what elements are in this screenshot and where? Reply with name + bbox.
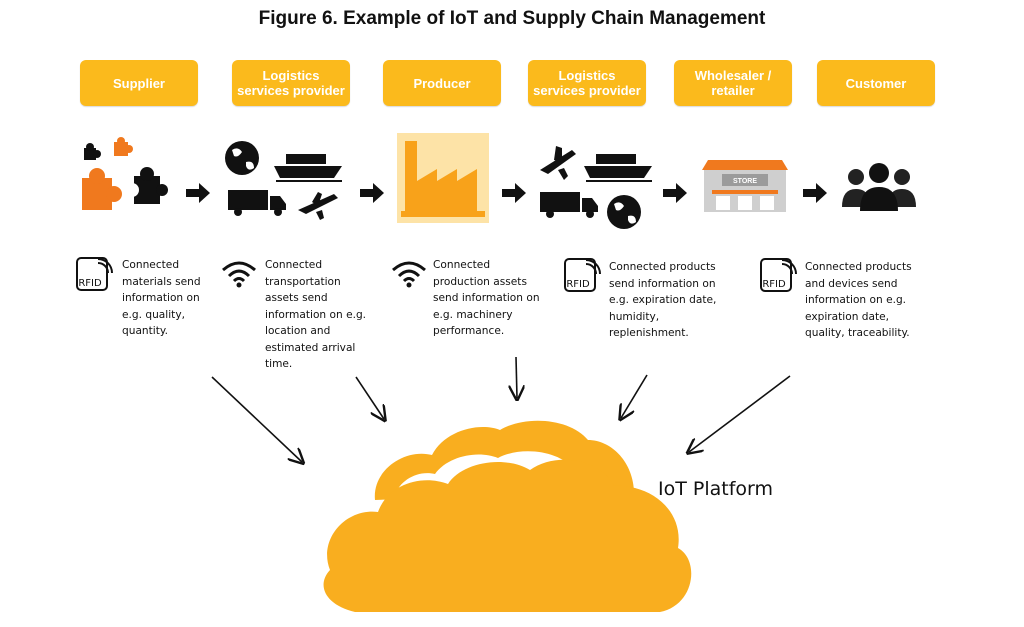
stage-producer: Producer	[383, 60, 501, 106]
arrow-to-platform-3	[516, 356, 517, 398]
stage-logistics-2: Logistics services provider	[528, 60, 646, 106]
puzzle-small-black	[84, 143, 101, 160]
airplane-icon	[298, 192, 338, 220]
wifi-icon	[221, 260, 257, 288]
puzzle-large-black	[125, 167, 168, 204]
stage-customer: Customer	[817, 60, 935, 106]
iot-platform-label: IoT Platform	[658, 478, 774, 500]
globe-icon	[225, 141, 259, 175]
puzzle-large-orange	[82, 168, 122, 210]
rfid-icon: RFID	[76, 257, 116, 293]
transport-icons-1	[224, 140, 346, 224]
puzzle-small-orange	[114, 137, 133, 156]
truck-icon	[228, 190, 286, 216]
description-logistics-1: Connected transportation assets send inf…	[265, 259, 367, 370]
factory-icon	[397, 133, 489, 223]
flow-arrow-1	[186, 183, 210, 203]
globe-icon	[607, 195, 641, 229]
airplane-icon	[540, 146, 576, 180]
description-producer: Connected production assets send informa…	[433, 259, 540, 337]
customer-group-icon	[834, 157, 924, 213]
description-logistics-2: Connected products send information on e…	[609, 261, 717, 339]
truck-icon	[540, 192, 598, 218]
puzzle-pieces-icon	[78, 134, 170, 216]
svg-text:RFID: RFID	[566, 279, 590, 290]
arrow-to-platform-5	[689, 375, 791, 452]
stage-logistics-1: Logistics services provider	[232, 60, 350, 106]
wifi-icon	[391, 260, 427, 288]
arrow-to-platform-2	[355, 376, 384, 419]
store-icon: STORE	[698, 158, 792, 214]
rfid-icon: RFID	[564, 258, 604, 294]
transport-icons-2	[532, 140, 656, 232]
stage-supplier: Supplier	[80, 60, 198, 106]
stage-wholesaler: Wholesaler / retailer	[674, 60, 792, 106]
figure-title: Figure 6. Example of IoT and Supply Chai…	[258, 8, 766, 29]
svg-text:RFID: RFID	[78, 278, 102, 289]
arrow-to-platform-4	[621, 374, 648, 418]
store-sign: STORE	[733, 178, 757, 185]
flow-arrow-2	[360, 183, 384, 203]
ship-icon	[584, 154, 652, 182]
flow-arrow-3	[502, 183, 526, 203]
flow-arrow-5	[803, 183, 827, 203]
ship-icon	[274, 154, 342, 182]
arrow-to-platform-1	[211, 376, 302, 462]
description-supplier: Connected materials send information on …	[122, 259, 201, 337]
svg-text:RFID: RFID	[762, 279, 786, 290]
description-retail: Connected products and devices send info…	[805, 261, 912, 339]
rfid-icon: RFID	[760, 258, 800, 294]
cloud-icon	[323, 420, 692, 612]
flow-arrow-4	[663, 183, 687, 203]
